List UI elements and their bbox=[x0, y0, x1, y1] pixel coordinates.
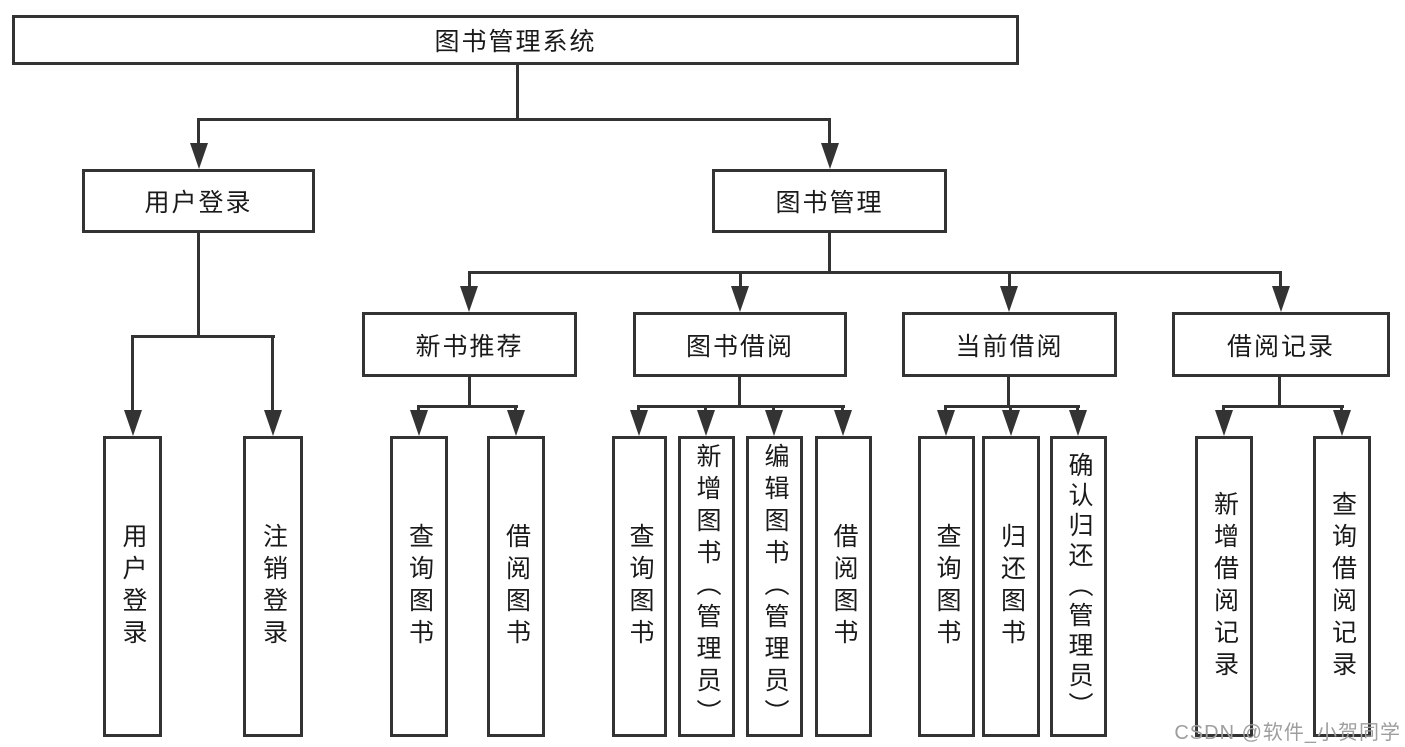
connector bbox=[637, 405, 845, 408]
connector bbox=[516, 64, 519, 120]
watermark: CSDN @软件_小贺同学 bbox=[1174, 722, 1401, 744]
node-new-book-recommend: 新书推荐 bbox=[362, 312, 577, 377]
connector bbox=[739, 273, 742, 287]
connector bbox=[417, 405, 518, 408]
leaf-add-book-admin: 新增图书（管理员） bbox=[678, 436, 735, 737]
connector-arrow bbox=[1069, 410, 1087, 436]
connector-arrow bbox=[1215, 410, 1233, 436]
leaf-query-books-current: 查询图书 bbox=[918, 436, 975, 737]
node-book-borrow: 图书借阅 bbox=[633, 312, 847, 377]
connector bbox=[944, 405, 1080, 408]
connector bbox=[1222, 405, 1225, 414]
connector-arrow bbox=[821, 143, 839, 169]
connector bbox=[197, 233, 200, 337]
leaf-edit-book-admin: 编辑图书（管理员） bbox=[746, 436, 803, 737]
connector-arrow bbox=[124, 410, 142, 436]
connector bbox=[1007, 377, 1010, 407]
connector-arrow bbox=[1333, 410, 1351, 436]
node-current-borrow: 当前借阅 bbox=[902, 312, 1117, 377]
connector bbox=[772, 405, 775, 414]
connector-arrow bbox=[1002, 410, 1020, 436]
leaf-logout: 注销登录 bbox=[243, 436, 303, 737]
connector bbox=[738, 377, 741, 407]
connector-arrow bbox=[460, 286, 478, 312]
leaf-borrow-books: 借阅图书 bbox=[815, 436, 872, 737]
connector bbox=[1076, 405, 1079, 414]
node-user-login: 用户登录 bbox=[82, 169, 315, 233]
connector bbox=[197, 120, 200, 144]
connector bbox=[271, 337, 274, 411]
connector bbox=[468, 271, 1282, 274]
connector-arrow bbox=[190, 143, 208, 169]
connector-arrow bbox=[410, 410, 428, 436]
connector-arrow bbox=[630, 410, 648, 436]
connector bbox=[131, 335, 275, 338]
connector bbox=[704, 405, 707, 414]
connector-arrow bbox=[697, 410, 715, 436]
leaf-confirm-return-admin: 确认归还（管理员） bbox=[1050, 436, 1107, 737]
node-root-system: 图书管理系统 bbox=[12, 15, 1019, 65]
connector-arrow bbox=[264, 410, 282, 436]
connector-arrow bbox=[1272, 286, 1290, 312]
connector-arrow bbox=[731, 286, 749, 312]
connector bbox=[828, 233, 831, 273]
connector-arrow bbox=[937, 410, 955, 436]
connector bbox=[828, 120, 831, 144]
connector-arrow bbox=[765, 410, 783, 436]
connector bbox=[1340, 405, 1343, 414]
connector bbox=[131, 337, 134, 411]
connector bbox=[1009, 405, 1012, 414]
connector bbox=[841, 405, 844, 414]
leaf-query-books-borrow: 查询图书 bbox=[612, 436, 667, 737]
connector bbox=[1279, 273, 1282, 287]
connector bbox=[1278, 377, 1281, 407]
connector bbox=[514, 405, 517, 414]
leaf-user-login: 用户登录 bbox=[103, 436, 162, 737]
connector bbox=[1008, 273, 1011, 287]
connector bbox=[468, 273, 471, 287]
connector bbox=[1222, 405, 1344, 408]
leaf-query-books-recommend: 查询图书 bbox=[390, 436, 448, 737]
connector bbox=[417, 405, 420, 414]
connector bbox=[637, 405, 640, 414]
leaf-query-borrow-record: 查询借阅记录 bbox=[1313, 436, 1371, 737]
connector bbox=[468, 377, 471, 407]
connector-arrow bbox=[1000, 286, 1018, 312]
leaf-add-borrow-record: 新增借阅记录 bbox=[1195, 436, 1253, 737]
leaf-return-book: 归还图书 bbox=[982, 436, 1040, 737]
connector-arrow bbox=[834, 410, 852, 436]
connector bbox=[197, 118, 831, 121]
connector bbox=[944, 405, 947, 414]
leaf-borrow-books-recommend: 借阅图书 bbox=[487, 436, 545, 737]
connector-arrow bbox=[507, 410, 525, 436]
node-borrow-records: 借阅记录 bbox=[1172, 312, 1390, 377]
node-book-management: 图书管理 bbox=[712, 169, 947, 233]
